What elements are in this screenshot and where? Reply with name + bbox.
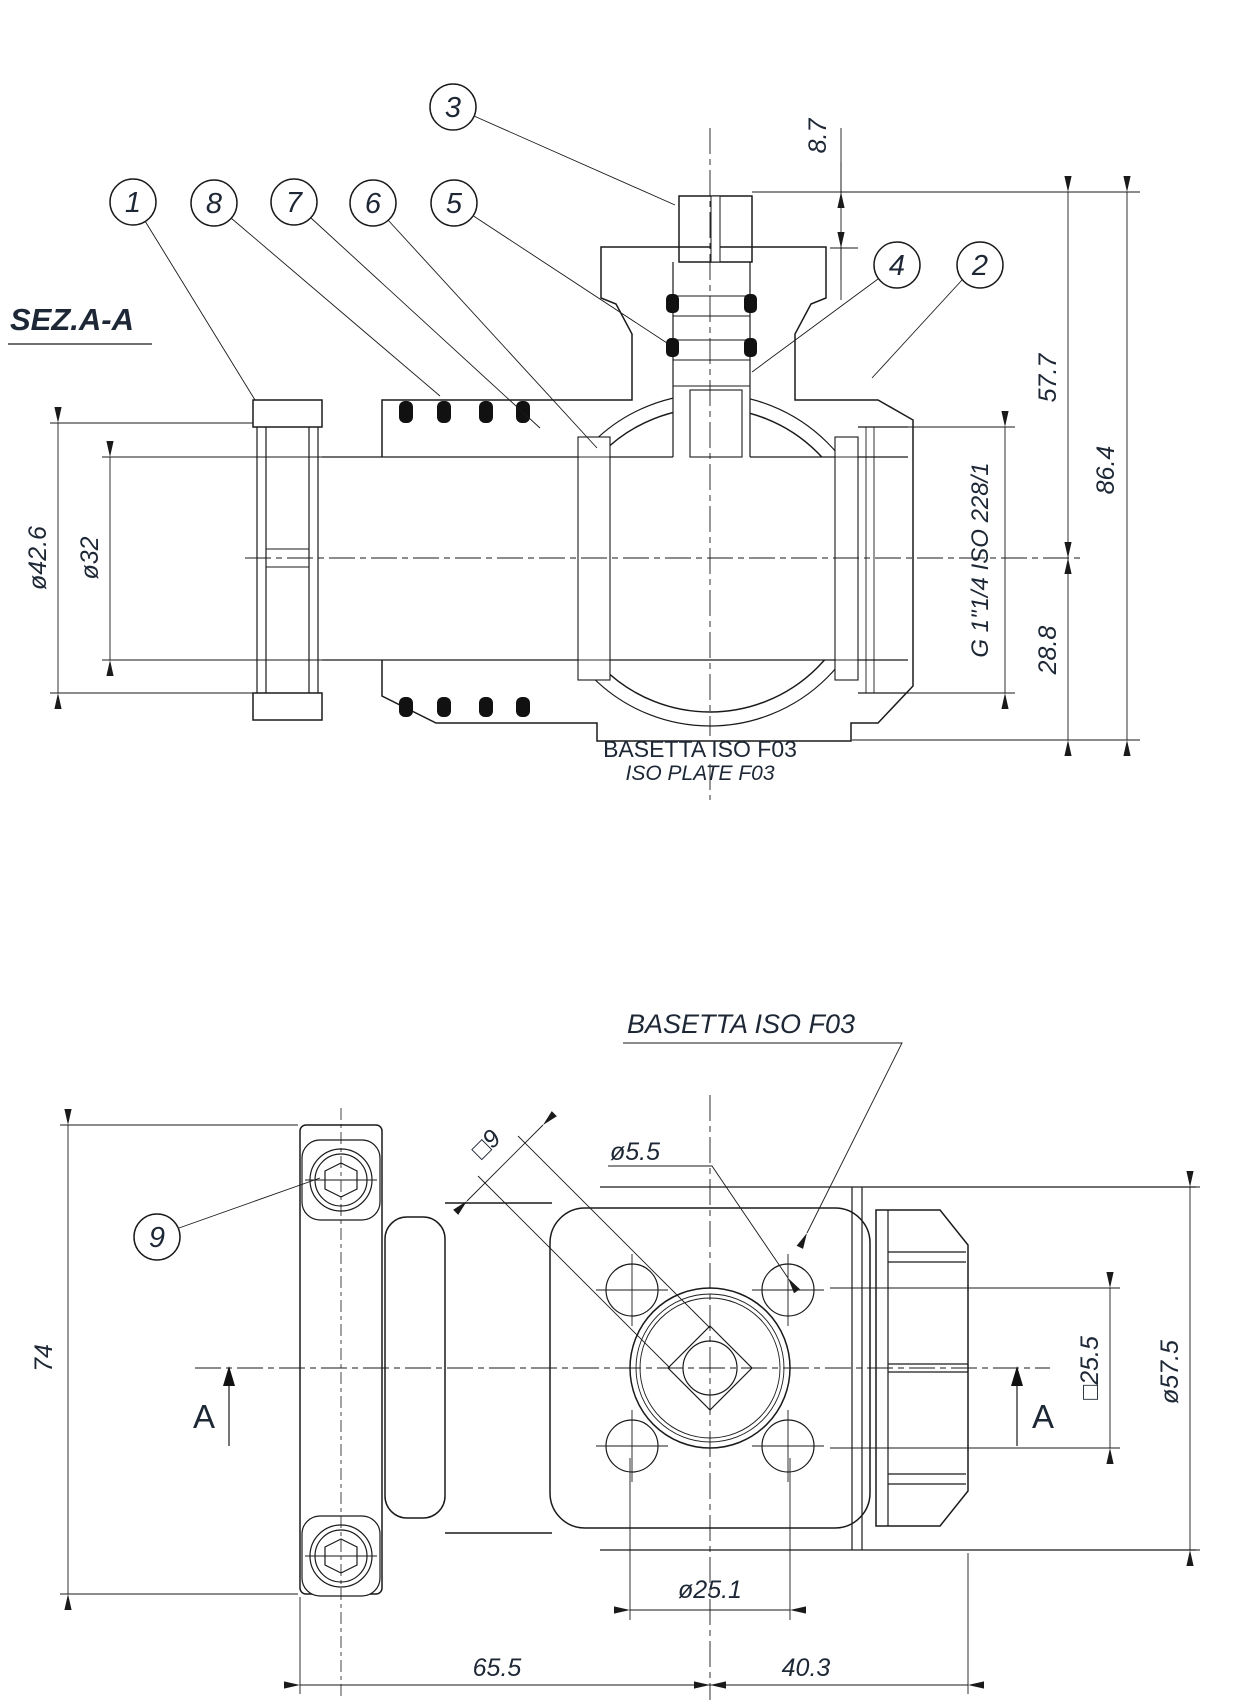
note-iso-plate: ISO PLATE F03 [626,762,775,785]
dim-square-9: □9 [466,1124,506,1164]
extension-lines-top-view [50,128,1140,741]
dim-32: ø32 [76,536,104,579]
svg-text:9: 9 [149,1222,165,1254]
dimension-lines-top-view [54,162,1131,756]
valve-body-section [381,246,914,742]
balloon-6: 6 [349,179,397,227]
svg-text:5: 5 [446,188,463,220]
plan-view: 74 ø57.5 □25.5 ø25.1 65.5 40.3 □9 ø5.5 B… [30,1009,1200,1700]
dim-25-1: ø25.1 [678,1576,742,1604]
leaders-bottom-view [178,1042,903,1294]
note-basetta: BASETTA ISO F03 [603,736,797,762]
balloon-8: 8 [190,179,238,227]
dim-25-5: □25.5 [1076,1336,1104,1400]
balloon-5: 5 [430,179,478,227]
svg-text:3: 3 [445,92,461,124]
balloon-3: 3 [429,83,477,131]
seat-left [577,436,611,681]
stem-tang [689,389,743,458]
body-seals [399,401,530,717]
svg-text:7: 7 [286,187,304,219]
balloon-9: 9 [133,1213,181,1261]
dim-42-6: ø42.6 [24,526,52,590]
dimension-lines-bottom-view [64,1109,1194,1689]
section-view-a-a: 8.7 57.7 86.4 28.8 ø42.6 ø32 G 1"1/4 ISO… [8,83,1140,800]
dim-28-8: 28.8 [1034,626,1062,676]
section-label: SEZ.A-A [10,302,134,337]
svg-text:1: 1 [125,187,141,219]
iso-plate-front [299,1108,383,1697]
balloon-7: 7 [270,178,318,226]
svg-text:4: 4 [889,250,905,282]
stem-oring-icon [666,294,679,313]
stem-assembly [666,195,757,458]
dim-5-5: ø5.5 [610,1138,660,1166]
balloons: 1 8 7 6 5 3 4 2 [109,83,1004,289]
dim-thread: G 1"1/4 ISO 228/1 [967,462,994,657]
iso-plate-section [252,399,323,721]
section-letter-right: A [1032,1398,1054,1435]
balloon-leaders [144,115,963,449]
dim-40-3: 40.3 [782,1654,831,1682]
bore [322,457,908,660]
plate-hub [384,1216,446,1519]
seat-right [834,436,859,681]
section-arrow-icon [223,1366,235,1386]
dim-74: 74 [30,1344,58,1372]
dim-8-7: 8.7 [804,118,832,154]
balloon-1: 1 [109,178,157,226]
extension-lines-bottom-view [60,1124,1200,1694]
dim-65-5: 65.5 [473,1654,522,1682]
flange-holes [596,1254,824,1482]
svg-text:8: 8 [206,188,222,220]
svg-text:6: 6 [365,188,382,220]
balloon-4: 4 [873,241,921,289]
svg-text:2: 2 [971,250,988,282]
section-arrow-icon [1011,1366,1023,1386]
section-cut-markers: A A [193,1366,1054,1446]
dim-57-5: ø57.5 [1156,1340,1184,1404]
dim-86-4: 86.4 [1092,446,1120,495]
section-letter-left: A [193,1398,215,1435]
dim-57-7: 57.7 [1034,353,1062,403]
balloon-2: 2 [956,241,1004,289]
hex-socket-icon [324,1538,358,1574]
plate-label: BASETTA ISO F03 [627,1009,855,1039]
